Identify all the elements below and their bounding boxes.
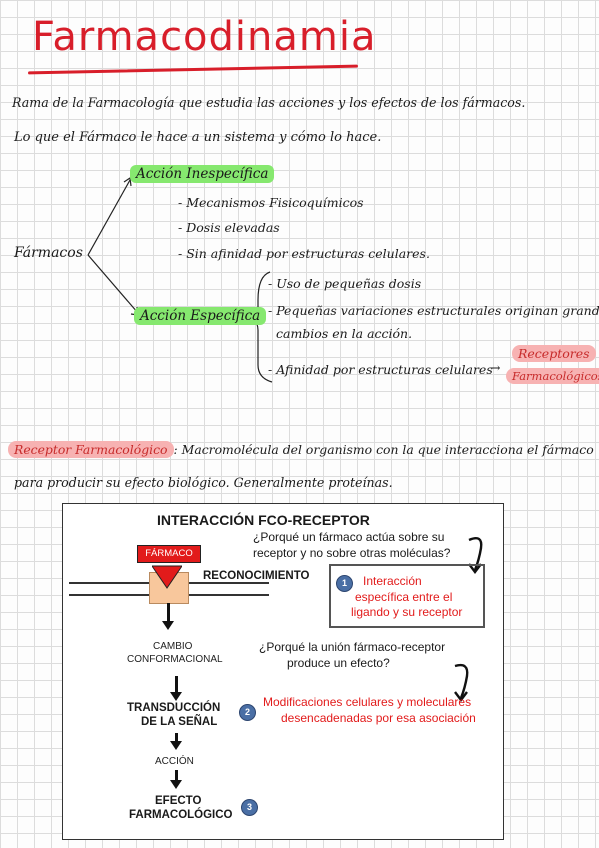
inespecifica-item-3: - Sin afinidad por estructuras celulares… — [178, 246, 430, 261]
efecto-line-2: FARMACOLÓGICO — [129, 809, 233, 821]
accion-inespecifica: Acción Inespecífica — [130, 165, 275, 183]
step-3-badge: 3 — [241, 799, 258, 816]
farmaco-label: FÁRMACO — [137, 545, 201, 563]
cambio-line-2: CONFORMACIONAL — [127, 654, 223, 665]
definition-line-1: Rama de la Farmacología que estudia las … — [12, 95, 526, 110]
flow-arrow-4-shaft — [175, 770, 178, 782]
curved-arrow-2-icon — [454, 663, 469, 702]
inespecifica-item-2: - Dosis elevadas — [178, 220, 280, 235]
diagram-title: INTERACCIÓN FCO-RECEPTOR — [157, 512, 370, 528]
answer-2-line-1: Modificaciones celulares y moleculares — [263, 695, 472, 709]
flow-arrow-1-head — [162, 621, 174, 630]
transduccion-line-1: TRANSDUCCIÓN — [127, 702, 221, 714]
answer-1-line-3: ligando y su receptor — [351, 605, 463, 619]
answer-1-line-1: Interacción — [363, 574, 422, 588]
cambio-line-1: CAMBIO — [153, 641, 193, 652]
accion-label: ACCIÓN — [155, 756, 194, 767]
especifica-item-2b: cambios en la acción. — [276, 326, 413, 341]
answer-1-line-2: específica entre el — [355, 590, 453, 604]
farmaco-triangle-icon — [152, 565, 182, 589]
flow-arrow-2-head — [170, 692, 182, 701]
receptor-term: Receptor Farmacológico — [8, 441, 174, 458]
tree-connectors — [87, 176, 273, 383]
especifica-item-2: - Pequeñas variaciones estructurales ori… — [268, 303, 599, 318]
flow-arrow-2-shaft — [175, 676, 178, 694]
flow-arrow-3-head — [170, 741, 182, 750]
step-1-badge: 1 — [336, 575, 353, 592]
receptores-badge-line2: Farmacológicos — [506, 368, 599, 384]
flow-arrow-1-shaft — [167, 603, 170, 623]
question-2-line-2: produce un efecto? — [287, 656, 390, 670]
flow-arrow-3-shaft — [175, 733, 178, 743]
accion-especifica: Acción Específica — [134, 307, 267, 325]
receptores-badge-line1: Receptores — [512, 345, 596, 362]
question-1-line-1: ¿Porqué un fármaco actúa sobre su — [253, 530, 445, 544]
receptor-definition-line-2: para producir su efecto biológico. Gener… — [14, 475, 393, 490]
receptor-definition-line-1: Receptor Farmacológico: Macromolécula de… — [8, 441, 594, 458]
question-1-line-2: receptor y no sobre otras moléculas? — [253, 546, 451, 560]
accion-especifica-label: Acción Específica — [134, 307, 267, 325]
especifica-arrow: → — [490, 360, 501, 375]
inespecifica-item-1: - Mecanismos Fisicoquímicos — [178, 195, 364, 210]
curved-arrow-icon — [468, 537, 483, 574]
step-2-badge: 2 — [239, 704, 256, 721]
definition-line-2: Lo que el Fármaco le hace a un sistema y… — [14, 130, 382, 145]
especifica-item-3: - Afinidad por estructuras celulares — [268, 362, 493, 377]
transduccion-line-2: DE LA SEÑAL — [141, 716, 218, 728]
reconocimiento-label: RECONOCIMIENTO — [203, 570, 310, 582]
page-title: Farmacodinamia — [32, 14, 377, 60]
receptor-definition-text: Macromolécula del organismo con la que i… — [181, 442, 594, 457]
receptor-colon: : — [173, 442, 178, 457]
answer-1-box — [329, 564, 485, 628]
flow-arrow-4-head — [170, 780, 182, 789]
answer-2-line-2: desencadenadas por esa asociación — [281, 711, 476, 725]
efecto-line-1: EFECTO — [155, 795, 202, 807]
diagram-interaccion: INTERACCIÓN FCO-RECEPTOR ¿Porqué un fárm… — [62, 503, 504, 840]
accion-inespecifica-label: Acción Inespecífica — [130, 165, 275, 183]
tree-root: Fármacos — [14, 245, 83, 261]
question-2-line-1: ¿Porqué la unión fármaco-receptor — [259, 640, 446, 654]
especifica-item-1: - Uso de pequeñas dosis — [268, 276, 422, 291]
